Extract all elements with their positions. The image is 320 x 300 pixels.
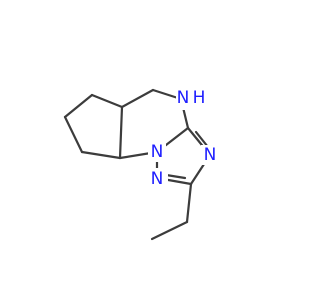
bond <box>63 93 94 119</box>
bond <box>63 115 84 154</box>
atom-label-n: N <box>177 88 190 108</box>
atom-n-bridge: N <box>148 142 166 162</box>
bond <box>80 150 122 160</box>
chemical-structure: N H N N N <box>63 88 219 241</box>
bond <box>185 182 193 224</box>
bond <box>118 105 124 160</box>
atom-label-n: N <box>204 145 217 165</box>
bond <box>120 88 155 109</box>
atom-labels: N H N N N <box>146 88 219 189</box>
bond <box>150 220 189 241</box>
atom-n-right: N <box>201 145 219 165</box>
atom-label-h: H <box>193 88 206 108</box>
bond <box>90 93 124 109</box>
ethyl-group <box>150 182 193 241</box>
atom-label-n: N <box>151 169 164 189</box>
cyclopentane-ring <box>63 93 124 160</box>
atom-nh: N H <box>176 88 210 110</box>
atom-n-bottom: N <box>146 168 168 189</box>
atom-label-n: N <box>151 142 164 162</box>
